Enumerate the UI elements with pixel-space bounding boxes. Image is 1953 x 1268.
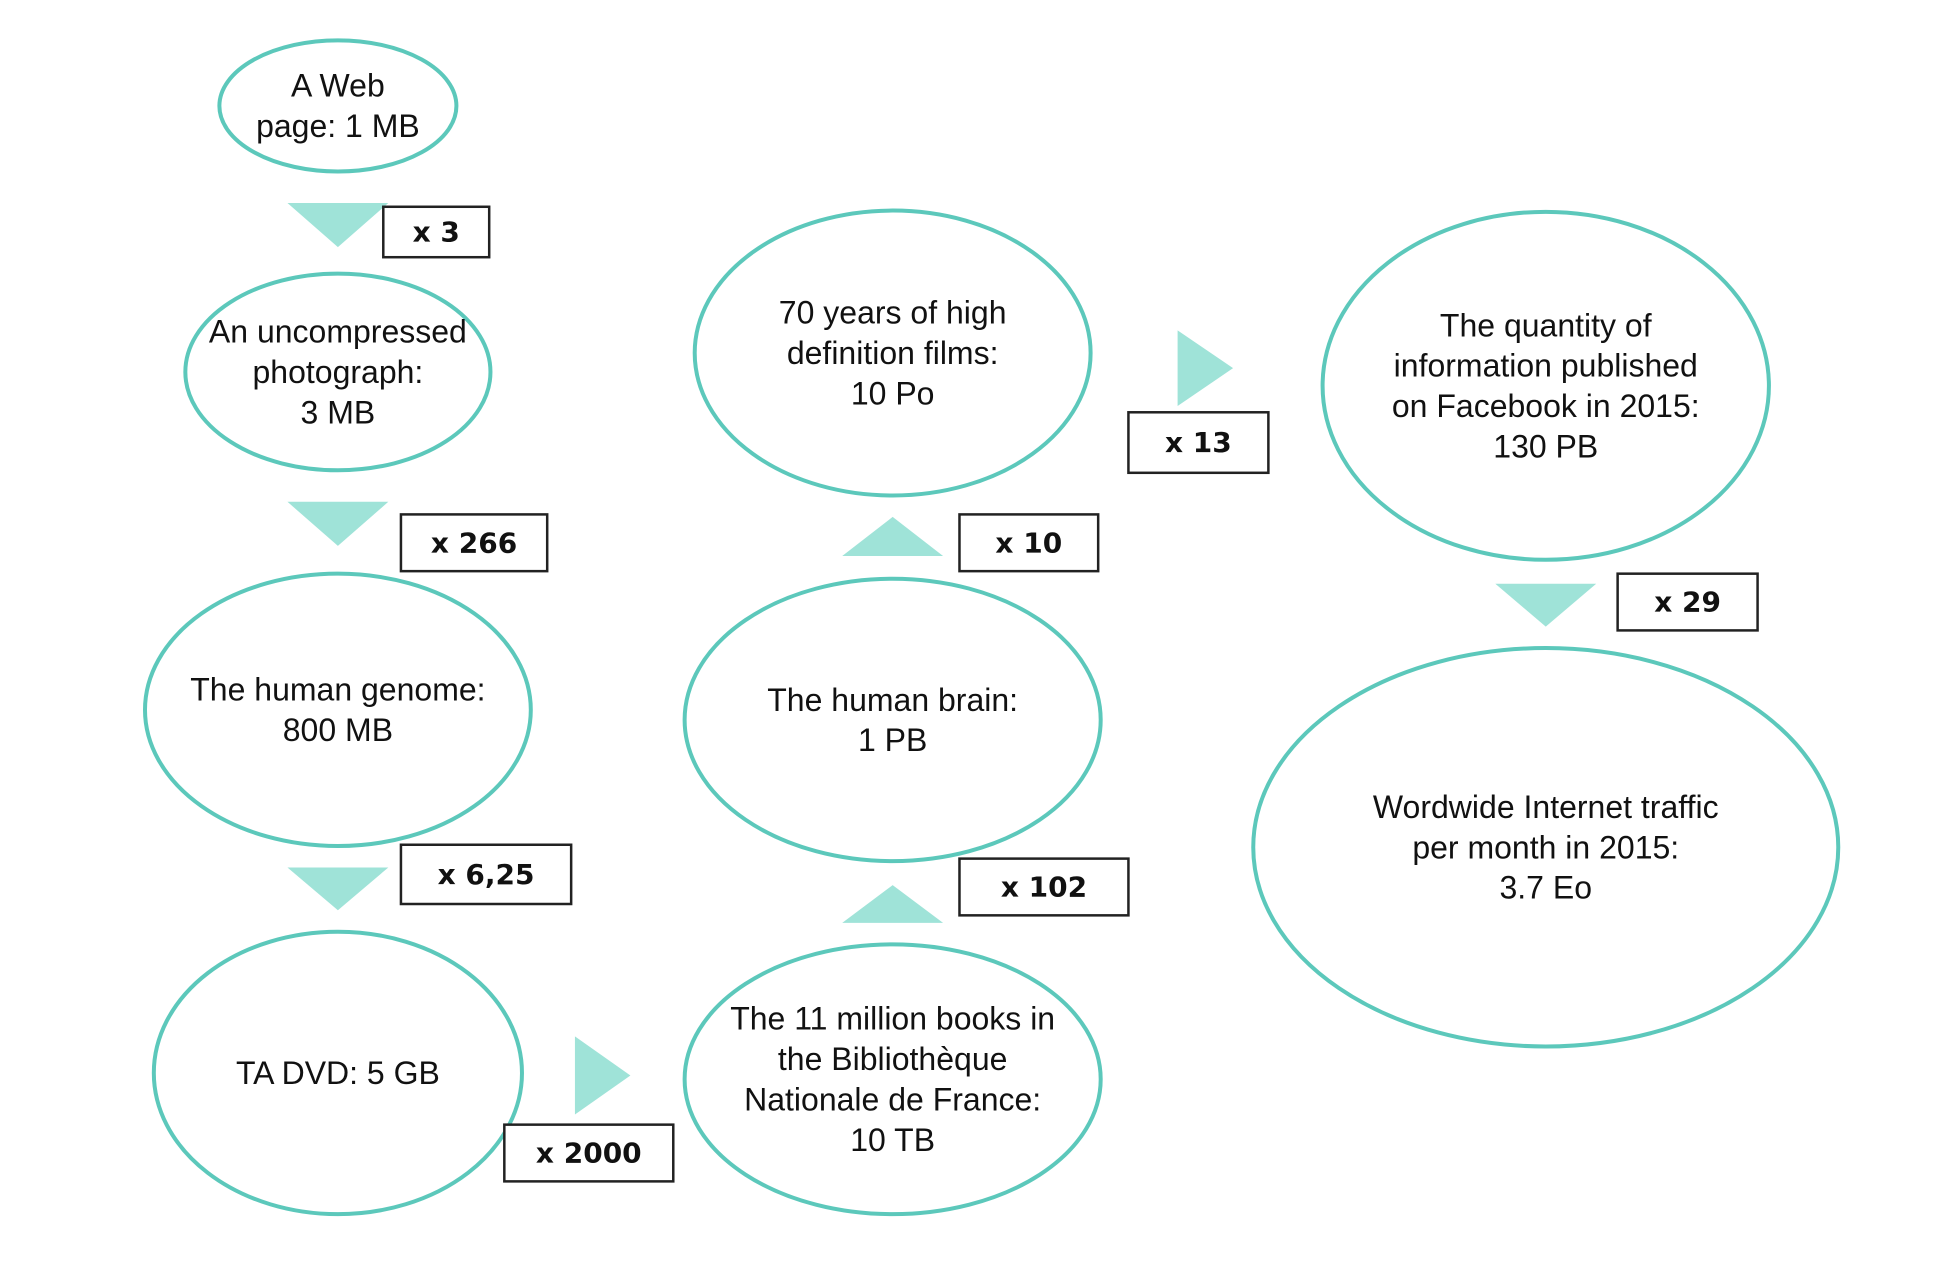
multiplier-x625: x 6,25: [287, 843, 573, 911]
multiplier-x10: x 10: [842, 513, 1100, 573]
node-label-line: Nationale de France:: [744, 1081, 1041, 1117]
multiplier-box: [382, 205, 491, 259]
node-human-brain: The human brain: 1 PB: [682, 576, 1103, 864]
multiplier-label: x 102: [1001, 870, 1087, 903]
node-label-line: 130 PB: [1493, 428, 1598, 464]
multiplier-x13: x 13: [1127, 330, 1270, 475]
node-label-line: 70 years of high: [779, 295, 1007, 331]
node-label-line: 800 MB: [283, 712, 393, 748]
multiplier-label: x 13: [1165, 426, 1232, 459]
node-label-line: An uncompressed: [209, 314, 467, 350]
multiplier-box: [399, 513, 549, 573]
multiplier-label: x 2000: [536, 1137, 642, 1170]
node-human-genome: The human genome: 800 MB: [142, 571, 533, 849]
node-label-line: The human genome:: [190, 672, 485, 708]
multiplier-label: x 6,25: [438, 858, 535, 891]
node-ellipse: [1251, 646, 1841, 1049]
arrow-down-icon: [287, 202, 389, 248]
node-label-line: The human brain:: [767, 682, 1018, 718]
arrow-down-icon: [287, 501, 389, 546]
multiplier-x2000: x 2000: [503, 1036, 675, 1183]
multiplier-x3: x 3: [287, 202, 491, 259]
multiplier-box: [503, 1123, 675, 1183]
node-label-line: 10 Po: [851, 375, 935, 411]
node-facebook: The quantity of information published on F…: [1320, 209, 1771, 562]
node-photograph: An uncompressed photograph: 3 MB: [183, 271, 493, 473]
node-label-line: 10 TB: [850, 1122, 935, 1158]
multiplier-x29: x 29: [1495, 572, 1759, 632]
multiplier-box: [399, 843, 573, 906]
node-ellipse: [217, 38, 459, 174]
node-label-line: per month in 2015:: [1412, 829, 1679, 865]
node-ellipse: [692, 208, 1093, 498]
node-label-line: The quantity of: [1440, 307, 1652, 343]
node-bnf-books: The 11 million books in the BibliothèqueN…: [682, 942, 1103, 1217]
nodes: A Web page: 1 MB An uncompressed photograph…: [142, 38, 1841, 1217]
node-label-line: definition films:: [787, 335, 999, 371]
arrow-right-icon: [1177, 330, 1234, 406]
node-ellipse: [142, 571, 533, 849]
multipliers: x 3 x 266 x 6,25 x 2000 x 102 x 10 x 13 x 29: [287, 202, 1759, 1183]
multiplier-box: [958, 857, 1130, 917]
node-label-line: TA DVD: 5 GB: [236, 1055, 440, 1091]
node-label-line: 3.7 Eo: [1499, 870, 1592, 906]
node-ellipse: [183, 271, 493, 473]
node-label-line: information published: [1394, 348, 1698, 384]
node-hd-films: 70 years of high definition films: 10 Po: [692, 208, 1093, 498]
multiplier-x102: x 102: [842, 857, 1130, 923]
arrow-right-icon: [574, 1036, 631, 1115]
node-ellipse: [151, 929, 524, 1217]
multiplier-box: [958, 513, 1100, 573]
arrow-up-icon: [842, 885, 944, 923]
node-label-line: page: 1 MB: [256, 108, 420, 144]
node-label-line: photograph:: [252, 354, 423, 390]
node-label-line: A Web: [291, 68, 385, 104]
multiplier-label: x 3: [413, 215, 460, 248]
multiplier-box: [1127, 411, 1270, 475]
multiplier-box: [1616, 572, 1759, 632]
node-label-line: 1 PB: [858, 722, 927, 758]
node-label-line: Wordwide Internet traffic: [1373, 789, 1719, 825]
node-label-line: on Facebook in 2015:: [1392, 388, 1700, 424]
multiplier-label: x 10: [995, 526, 1062, 559]
node-label-line: The 11 million books in: [730, 1001, 1055, 1037]
node-ellipse: [682, 942, 1103, 1217]
node-internet-traffic: Wordwide Internet traffic per month in 20…: [1251, 646, 1841, 1049]
node-ellipse: [1320, 209, 1771, 562]
node-label-line: 3 MB: [301, 394, 376, 430]
arrow-down-icon: [287, 867, 389, 911]
node-dvd: TA DVD: 5 GB: [151, 929, 524, 1217]
node-label-line: the Bibliothèque: [778, 1041, 1008, 1077]
arrow-up-icon: [842, 516, 944, 557]
node-web-page: A Web page: 1 MB: [217, 38, 459, 174]
multiplier-label: x 266: [431, 526, 517, 559]
multiplier-x266: x 266: [287, 501, 549, 573]
node-ellipse: [682, 576, 1103, 864]
multiplier-label: x 29: [1654, 586, 1721, 619]
arrow-down-icon: [1495, 583, 1597, 627]
